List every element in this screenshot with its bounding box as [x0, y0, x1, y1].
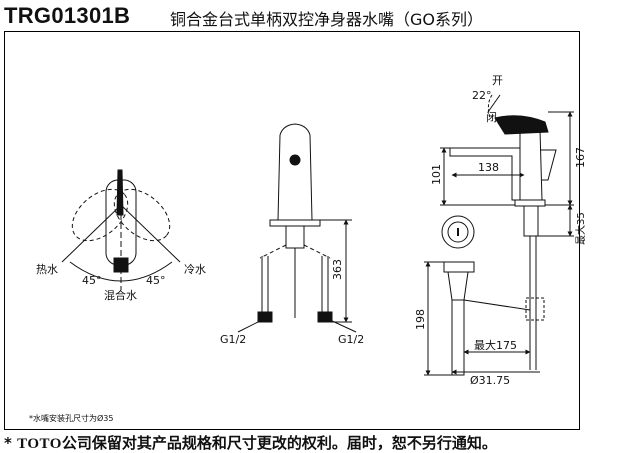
drain-flange — [443, 261, 475, 273]
dim-max35-label: 最大35 — [574, 212, 587, 245]
angle-line-right — [120, 204, 181, 263]
drain-lever-box — [525, 297, 545, 321]
product-title: 铜合金台式单柄双控净身器水嘴（GO系列） — [170, 10, 483, 29]
side-view — [424, 94, 574, 376]
footnote-star: * — [29, 414, 33, 423]
hot-water-label: 热水 — [36, 263, 58, 276]
front-shank — [285, 225, 305, 249]
open-label: 开 — [492, 74, 503, 87]
front-indicator — [289, 154, 301, 166]
dim-101-label: 101 — [430, 164, 443, 185]
footnote-text: 水嘴安装孔尺寸为Ø35 — [33, 414, 114, 423]
angle-left-label: 45° — [82, 274, 102, 287]
hose-bend-right — [303, 244, 331, 259]
thread-left-label: G1/2 — [220, 333, 246, 346]
handle-arc — [487, 94, 493, 119]
footer: * TOTO公司保留对其产品规格和尺寸更改的权利。届时，恕不另行通知。 — [4, 432, 497, 453]
front-body — [277, 123, 313, 221]
dim-363-label: 363 — [331, 259, 344, 280]
side-shank — [523, 205, 539, 237]
drain-cap-inner — [447, 221, 469, 243]
top-view — [61, 169, 181, 290]
drawing-frame — [4, 31, 580, 430]
dim-198-label: 198 — [414, 309, 427, 330]
drain-linkage — [463, 299, 531, 311]
thread-right-label: G1/2 — [338, 333, 364, 346]
front-base — [269, 219, 321, 227]
dim-dia-label: Ø31.75 — [470, 374, 510, 387]
mixed-water-label: 混合水 — [104, 288, 137, 302]
brand-logo-text: TOTO — [17, 436, 62, 452]
footer-text: 公司保留对其产品规格和尺寸更改的权利。届时，恕不另行通知。 — [61, 434, 497, 452]
footer-star: * — [4, 434, 12, 452]
fitting-left — [257, 311, 273, 323]
dim-167-label: 167 — [574, 147, 587, 168]
front-view — [237, 123, 357, 333]
side-handle — [494, 115, 549, 135]
angle-22-label: 22° — [472, 89, 492, 102]
hose-bend-left — [259, 244, 287, 259]
handle-open-line — [487, 94, 501, 113]
cold-water-label: 冷水 — [184, 263, 206, 276]
side-lever — [540, 149, 557, 181]
fitting-right — [317, 311, 333, 323]
side-body — [519, 129, 543, 201]
leader-g12-right — [329, 319, 357, 333]
angle-arc — [69, 261, 173, 282]
drain-cap-outer — [441, 215, 475, 249]
drain-body — [447, 271, 469, 301]
model-number: TRG01301B — [4, 3, 131, 28]
drain-tail — [451, 299, 465, 376]
header: TRG01301B 铜合金台式单柄双控净身器水嘴（GO系列） — [0, 0, 630, 30]
dim-138-label: 138 — [478, 161, 499, 174]
angle-line-left — [61, 204, 122, 263]
footnote: *水嘴安装孔尺寸为Ø35 — [29, 413, 113, 424]
close-label: 闭 — [486, 111, 497, 124]
angle-right-label: 45° — [146, 274, 166, 287]
side-spout — [449, 147, 521, 201]
leader-g12-left — [237, 319, 263, 333]
handle-hot-dashed — [71, 188, 129, 242]
side-base — [514, 199, 546, 207]
dim-max175-label: 最大175 — [474, 338, 517, 352]
handle-cold-dashed — [113, 188, 171, 242]
